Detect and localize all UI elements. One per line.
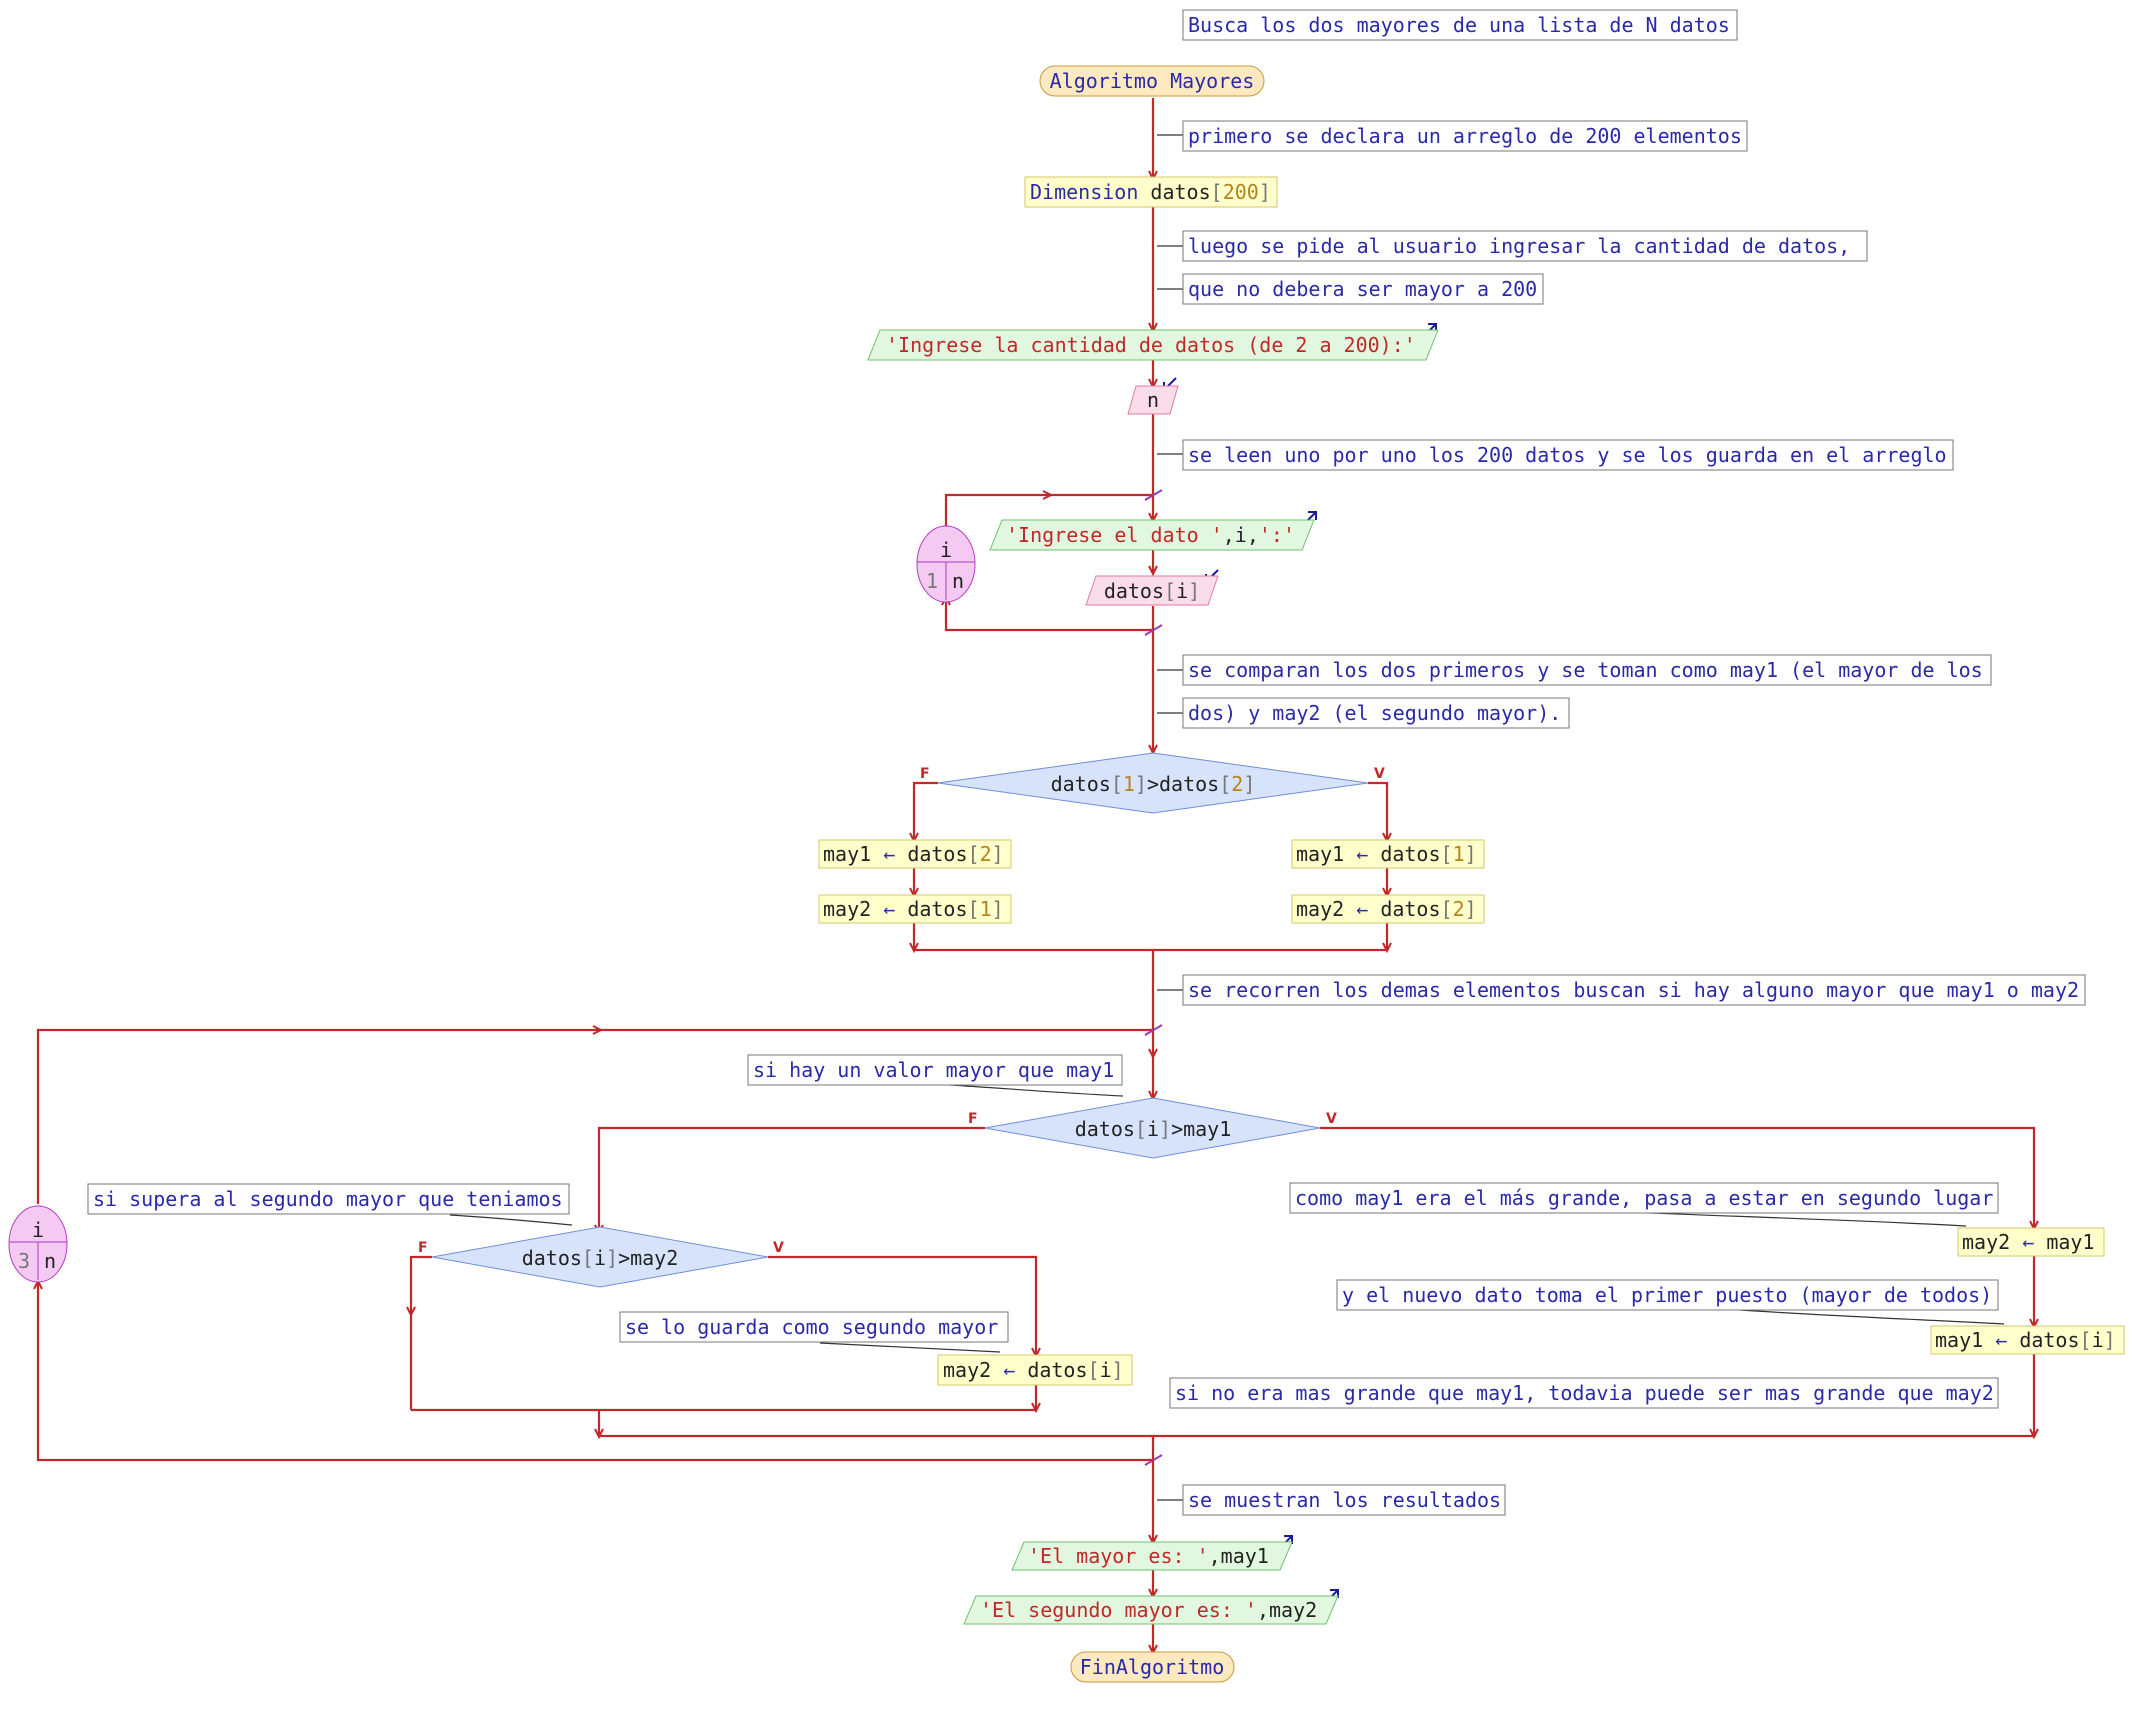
comment-box: [1182, 120, 1748, 152]
output-may1-label: 'El mayor es: ',may1: [1028, 1544, 1269, 1568]
title-comment: Busca los dos mayores de una lista de N …: [1188, 13, 1730, 37]
assign-may2-datos-i[interactable]: [937, 1354, 1133, 1386]
decision2-label: datos[i]>may1: [1075, 1117, 1232, 1141]
decision-datos-i-gt-may2[interactable]: [431, 1226, 769, 1288]
assign-may2-datos1[interactable]: [818, 894, 1012, 924]
comment-box: [747, 1054, 1123, 1086]
loop1-var: i: [940, 538, 952, 562]
title-comment-box: [1182, 9, 1738, 41]
loop1-to: n: [952, 569, 964, 593]
input-read-datos-label: datos[i]: [1104, 579, 1200, 603]
end-terminal[interactable]: [1070, 1651, 1235, 1683]
comment-c9: como may1 era el más grande, pasa a esta…: [1295, 1186, 1993, 1210]
input-read-n[interactable]: [1127, 385, 1179, 415]
dimension-process[interactable]: [1024, 176, 1278, 208]
end-label: FinAlgoritmo: [1080, 1655, 1225, 1679]
output-prompt-dato-label: 'Ingrese el dato ',i,':': [1006, 523, 1295, 547]
loop1-from: 1: [926, 569, 938, 593]
comment-box: [1182, 273, 1544, 305]
comment-c11: si no era mas grande que may1, todavia p…: [1175, 1381, 1994, 1405]
decision1-true-label: V: [1374, 766, 1385, 782]
comment-c12: se muestran los resultados: [1188, 1488, 1501, 1512]
loop2-to: n: [44, 1249, 56, 1273]
assign-a2-label: may2 ← datos[1]: [823, 897, 1004, 921]
assign-a1-label: may1 ← datos[2]: [823, 842, 1004, 866]
decision1-label: datos[1]>datos[2]: [1051, 772, 1256, 796]
decision-datos-i-gt-may1[interactable]: [984, 1097, 1321, 1159]
comment-c7: si supera al segundo mayor que teniamos: [93, 1187, 563, 1211]
output-prompt-dato[interactable]: [989, 519, 1315, 551]
dimension-label: Dimension datos[200]: [1030, 180, 1271, 204]
assign-a4-label: may2 ← datos[2]: [1296, 897, 1477, 921]
output-may2-label: 'El segundo mayor es: ',may2: [980, 1598, 1317, 1622]
comment-c1: primero se declara un arreglo de 200 ele…: [1188, 124, 1742, 148]
decision-datos1-gt-datos2[interactable]: [937, 752, 1369, 814]
comment-c4b: dos) y may2 (el segundo mayor).: [1188, 701, 1561, 725]
comment-c10: y el nuevo dato toma el primer puesto (m…: [1342, 1283, 1992, 1307]
decision2-true-label: V: [1326, 1111, 1337, 1127]
comment-box: [1182, 439, 1954, 471]
comment-box: [1182, 230, 1868, 262]
loop2-var: i: [32, 1218, 44, 1242]
comment-c2b: que no debera ser mayor a 200: [1188, 277, 1537, 301]
comment-c6: si hay un valor mayor que may1: [753, 1058, 1114, 1082]
output-may2[interactable]: [963, 1595, 1339, 1625]
assign-may1-datos-i[interactable]: [1930, 1325, 2125, 1355]
decision3-label: datos[i]>may2: [522, 1246, 679, 1270]
comment-box: [1182, 654, 1992, 686]
decision1-false-label: F: [920, 766, 930, 782]
comment-box: [1182, 697, 1570, 729]
comment-box: [1289, 1182, 1999, 1214]
output-prompt-quantity-label: 'Ingrese la cantidad de datos (de 2 a 20…: [886, 333, 1416, 357]
decision2-false-label: F: [968, 1111, 978, 1127]
comment-c3: se leen uno por uno los 200 datos y se l…: [1188, 443, 1947, 467]
input-read-n-label: n: [1147, 388, 1159, 412]
assign-may2-datos2[interactable]: [1291, 894, 1485, 924]
output-may1[interactable]: [1011, 1541, 1293, 1571]
comment-connectors: [449, 134, 2005, 1501]
assign-a5-label: may2 ← datos[i]: [943, 1358, 1124, 1382]
decision3-true-label: V: [773, 1240, 784, 1256]
comment-box: [87, 1183, 570, 1215]
assign-may1-datos2[interactable]: [818, 839, 1012, 869]
comment-box: [1336, 1279, 1999, 1311]
comment-box: [1169, 1377, 1999, 1409]
input-read-datos[interactable]: [1085, 575, 1219, 606]
output-prompt-quantity[interactable]: [867, 329, 1439, 361]
comment-box: [1182, 1484, 1506, 1516]
loop2-from: 3: [18, 1249, 30, 1273]
comment-c5: se recorren los demas elementos buscan s…: [1188, 978, 2079, 1002]
comment-box: [619, 1311, 1009, 1343]
start-terminal[interactable]: [1039, 65, 1265, 97]
assign-a6-label: may2 ← may1: [1962, 1230, 2094, 1254]
io-markers: [1163, 323, 1437, 1603]
assign-may2-may1[interactable]: [1957, 1227, 2105, 1257]
start-label: Algoritmo Mayores: [1050, 69, 1255, 93]
assign-may1-datos1[interactable]: [1291, 839, 1485, 869]
assign-a3-label: may1 ← datos[1]: [1296, 842, 1477, 866]
comment-box: [1182, 974, 2086, 1006]
comment-c2a: luego se pide al usuario ingresar la can…: [1188, 234, 1850, 258]
comment-c4a: se comparan los dos primeros y se toman …: [1188, 658, 1983, 682]
comment-c8: se lo guarda como segundo mayor: [625, 1315, 998, 1339]
assign-a7-label: may1 ← datos[i]: [1935, 1328, 2116, 1352]
decision3-false-label: F: [418, 1240, 428, 1256]
flow-lines: [33, 98, 2039, 1656]
